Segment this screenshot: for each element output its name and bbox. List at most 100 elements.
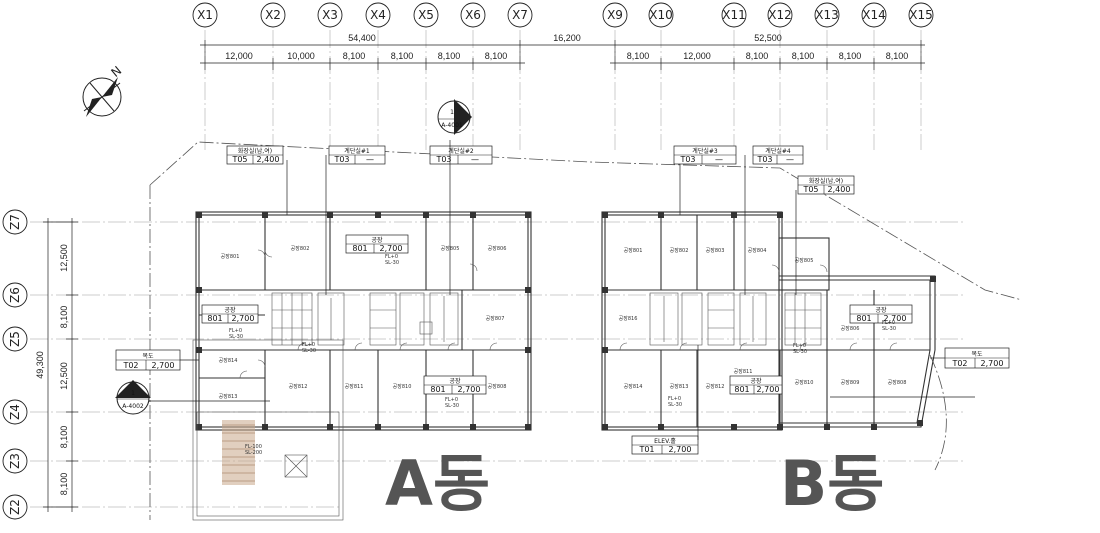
section-mark-a-4001: 1 A-4001 [437, 99, 472, 135]
svg-text:화장실(남,여): 화장실(남,여) [238, 147, 272, 155]
dim-x13-x14: 8,100 [839, 51, 862, 61]
grid-label-z4: Z4 [8, 404, 22, 420]
svg-text:SL-30: SL-30 [882, 326, 896, 332]
svg-text:계단실#4: 계단실#4 [765, 147, 791, 155]
svg-text:1: 1 [450, 109, 454, 116]
dim-x3-x4: 8,100 [343, 51, 366, 61]
svg-text:공장: 공장 [371, 236, 383, 244]
svg-text:SL-200: SL-200 [245, 450, 262, 456]
room-b-805: 공장805 [795, 257, 814, 264]
tag-stair-3: 계단실#3 T03 — [673, 145, 737, 165]
dim-total-a: 54,400 [348, 33, 376, 43]
svg-text:T03: T03 [333, 155, 349, 164]
grid-label-x11: X11 [722, 8, 746, 22]
tag-factory-a-left: 공장 801 2,700 [201, 304, 259, 324]
svg-text:2,700: 2,700 [669, 445, 692, 454]
svg-text:복도: 복도 [971, 351, 983, 358]
tag-elevator-hall: ELEV.홀 T01 2,700 [631, 435, 699, 455]
svg-text:SL-30: SL-30 [302, 348, 316, 354]
grid-label-x1: X1 [197, 8, 213, 22]
grid-label-z6: Z6 [8, 287, 22, 303]
dim-total-vertical: 49,300 [35, 351, 45, 379]
dim-z3-z2: 8,100 [59, 473, 69, 496]
dim-x14-x15: 8,100 [886, 51, 909, 61]
grid-label-x2: X2 [265, 8, 281, 22]
tag-toilet-b: 화장실(남,여) T05 2,400 [797, 175, 855, 195]
room-b-801: 공장801 [624, 247, 643, 254]
dim-z6-z5: 8,100 [59, 306, 69, 329]
svg-text:T03: T03 [756, 155, 772, 164]
room-b-814: 공장814 [624, 383, 643, 390]
level-marks: FL+0SL-30 FL+0SL-30 FL+0SL-30 FL+0SL-30 … [229, 254, 896, 456]
svg-text:T05: T05 [802, 185, 818, 194]
svg-text:공장: 공장 [750, 377, 762, 385]
svg-text:FL+0: FL+0 [882, 320, 895, 326]
room-a-811: 공장811 [345, 383, 364, 390]
building-b-label: B동 [780, 447, 884, 520]
room-a-801: 공장801 [221, 253, 240, 260]
room-a-807: 공장807 [486, 315, 505, 322]
room-a-812: 공장812 [289, 383, 308, 390]
tag-corridor-b: 복도 T02 2,700 [944, 347, 1010, 369]
dim-total-b: 52,500 [754, 33, 782, 43]
svg-text:—: — [786, 155, 794, 164]
grid-label-z2: Z2 [8, 499, 22, 515]
room-b-806: 공장806 [841, 325, 860, 332]
svg-text:FL+0: FL+0 [302, 342, 315, 348]
svg-text:801: 801 [207, 314, 222, 323]
dim-x12-x13: 8,100 [792, 51, 815, 61]
svg-text:2,700: 2,700 [380, 244, 403, 253]
svg-text:FL+0: FL+0 [229, 328, 242, 334]
tag-factory-b-bottom: 공장 801 2,700 [729, 375, 783, 395]
svg-text:FL+0: FL+0 [445, 397, 458, 403]
tag-stair-1: 계단실#1 T03 — [328, 145, 386, 165]
svg-text:—: — [471, 155, 479, 164]
svg-text:계단실#3: 계단실#3 [692, 147, 718, 155]
svg-text:SL-30: SL-30 [668, 402, 682, 408]
dim-x10-x11: 12,000 [683, 51, 711, 61]
svg-text:공장: 공장 [875, 306, 887, 314]
dim-z7-z6: 12,500 [59, 244, 69, 272]
svg-text:계단실#2: 계단실#2 [448, 147, 474, 155]
svg-text:801: 801 [856, 314, 871, 323]
room-b-811: 공장811 [734, 368, 753, 375]
svg-text:복도: 복도 [142, 353, 154, 360]
svg-text:2,700: 2,700 [981, 359, 1004, 368]
room-b-813: 공장813 [670, 383, 689, 390]
svg-text:T01: T01 [638, 445, 654, 454]
tag-toilet-a: 화장실(남,여) T05 2,400 [226, 145, 284, 165]
dimension-lines-left [43, 218, 78, 512]
tag-stair-2: 계단실#2 T03 — [429, 145, 493, 165]
svg-text:SL-30: SL-30 [445, 403, 459, 409]
tag-corridor-a: 복도 T02 2,700 [115, 349, 181, 371]
grid-label-x5: X5 [418, 8, 434, 22]
finish-tags: 화장실(남,여) T05 2,400 계단실#1 T03 — 계단실#2 T03… [115, 140, 1010, 455]
room-a-813: 공장813 [219, 393, 238, 400]
svg-text:801: 801 [734, 385, 749, 394]
svg-text:2,700: 2,700 [884, 314, 907, 323]
room-b-809: 공장809 [841, 379, 860, 386]
building-b-plan [601, 211, 936, 431]
dim-x11-x12: 8,100 [746, 51, 769, 61]
grid-label-z7: Z7 [8, 214, 22, 230]
dim-x9-x10: 8,100 [627, 51, 650, 61]
grid-bubbles-left [2, 209, 28, 520]
grid-label-z3: Z3 [8, 453, 22, 469]
room-b-810: 공장810 [795, 379, 814, 386]
grid-label-x12: X12 [768, 8, 792, 22]
tag-factory-a-top: 공장 801 2,700 [345, 234, 409, 254]
section-mark-a-4002: 1 A-4002 [115, 380, 151, 415]
svg-text:T02: T02 [122, 361, 138, 370]
svg-text:801: 801 [430, 385, 445, 394]
svg-text:공장: 공장 [224, 306, 236, 314]
svg-text:2,700: 2,700 [757, 385, 780, 394]
room-b-804: 공장804 [748, 247, 767, 254]
svg-text:T03: T03 [679, 155, 695, 164]
svg-text:—: — [366, 155, 374, 164]
svg-text:SL-30: SL-30 [793, 349, 807, 355]
grid-label-x6: X6 [465, 8, 481, 22]
north-arrow-icon [82, 77, 122, 117]
svg-text:801: 801 [352, 244, 367, 253]
grid-label-x9: X9 [607, 8, 623, 22]
